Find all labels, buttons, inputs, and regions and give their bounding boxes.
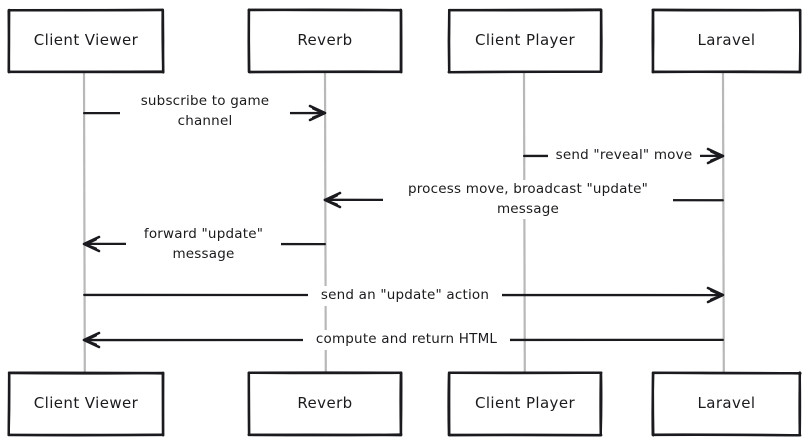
participant-box-client-viewer-top[interactable]: [7, 8, 165, 74]
participant-box-reverb-bottom[interactable]: [247, 371, 403, 437]
lifeline-stroke-reverb: [323, 71, 327, 374]
participant-box-client-viewer-top-fill: [9, 10, 163, 72]
lifelines-layer: [82, 71, 725, 374]
participant-box-laravel-bottom-edge-bottom: [651, 433, 801, 437]
participant-box-client-player-top[interactable]: [447, 8, 603, 74]
message-msg-send-update-action[interactable]: [83, 286, 725, 304]
arrowhead-inner-msg-send-reveal-move: [709, 150, 723, 162]
messages-layer: [82, 104, 725, 349]
participant-box-laravel-bottom-edge-top: [651, 371, 802, 375]
participant-box-laravel-bottom[interactable]: [651, 371, 802, 437]
participant-box-reverb-top-edge-top: [247, 8, 402, 12]
participant-box-client-player-top-fill: [449, 10, 601, 72]
participant-box-client-player-bottom[interactable]: [447, 371, 603, 437]
message-msg-subscribe[interactable]: [83, 104, 327, 122]
lifeline-stroke-client-viewer: [82, 71, 86, 374]
lifeline-stroke-client-player: [522, 71, 526, 374]
participant-box-reverb-top-fill: [249, 10, 401, 72]
arrowhead-inner-msg-forward-update: [84, 238, 98, 250]
participant-box-client-viewer-top-edge-right: [161, 8, 165, 74]
participant-box-reverb-bottom-fill: [249, 373, 401, 435]
participant-box-reverb-bottom-edge-bottom: [247, 433, 403, 437]
participant-box-client-player-top-edge-top: [448, 8, 603, 12]
message-msg-send-reveal-move[interactable]: [523, 147, 725, 165]
message-msg-compute-return-html[interactable]: [82, 331, 724, 349]
participant-box-client-viewer-bottom[interactable]: [7, 371, 165, 437]
arrowhead-inner-msg-send-update-action: [709, 289, 723, 301]
message-msg-forward-update[interactable]: [82, 235, 326, 253]
arrowhead-inner-msg-compute-return-html: [84, 334, 98, 346]
participant-box-laravel-bottom-fill: [653, 373, 800, 435]
lifeline-client-player: [522, 71, 526, 374]
participant-box-reverb-top[interactable]: [247, 8, 403, 74]
arrowhead-inner-msg-subscribe: [311, 107, 325, 119]
lifeline-laravel: [721, 71, 725, 374]
participant-box-laravel-top[interactable]: [651, 8, 802, 74]
lifeline-reverb: [323, 71, 327, 374]
participant-boxes-layer: [7, 8, 802, 437]
participant-box-client-viewer-bottom-fill: [9, 373, 163, 435]
participant-box-client-player-bottom-fill: [449, 373, 601, 435]
participant-box-client-viewer-bottom-edge-top: [7, 371, 165, 375]
lifeline-client-viewer: [82, 71, 86, 374]
arrowhead-inner-msg-process-move: [325, 194, 339, 206]
lifeline-stroke-laravel: [721, 71, 725, 374]
participant-box-laravel-top-fill: [653, 10, 800, 72]
